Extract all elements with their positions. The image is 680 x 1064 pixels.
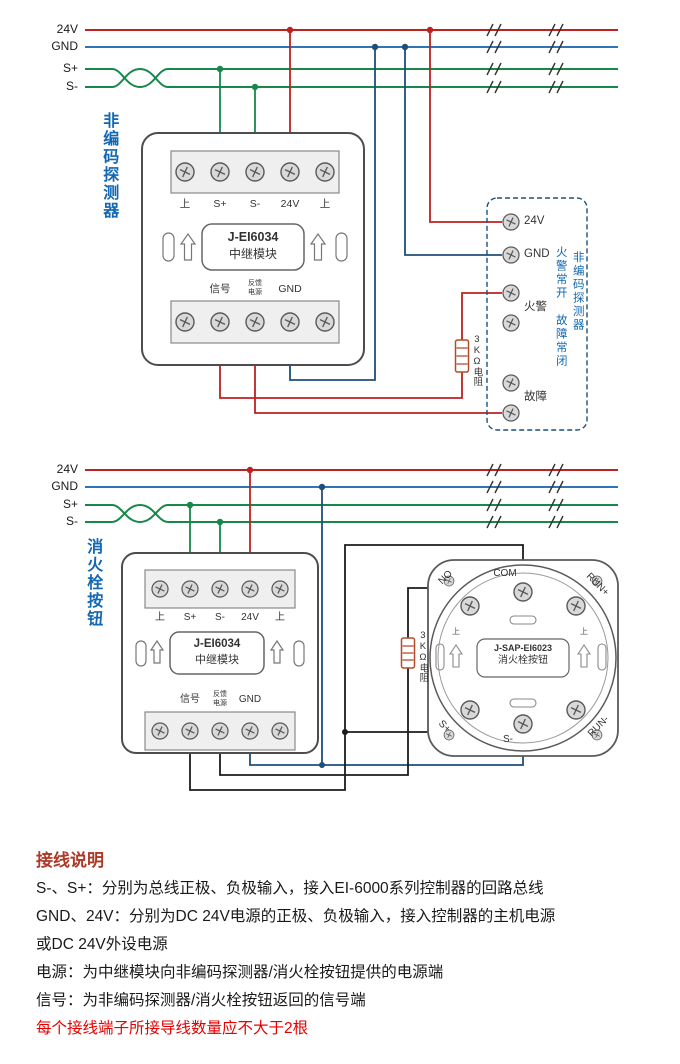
- bottom-device-side-label: 消火栓按钮: [84, 538, 102, 628]
- bottom-module-terminal-splus: S+: [183, 612, 197, 623]
- detector-terminal-24v: 24V: [524, 215, 545, 227]
- bus-label-gnd-top: GND: [51, 39, 78, 53]
- top-module-terminal-up-left: 上: [179, 198, 191, 210]
- hydrant-button-device: [427, 559, 619, 757]
- top-module-terminal-gnd: GND: [278, 283, 302, 295]
- bottom-resistor: [400, 637, 416, 669]
- top-module-terminal-power-2: 电源: [248, 289, 262, 296]
- detector-contacts-note: 火警常开 故障常闭: [554, 246, 567, 368]
- top-detector-box: [486, 197, 588, 431]
- notes-line-4: 电源：为中继模块向非编码探测器/消火栓按钮提供的电源端: [36, 964, 444, 981]
- top-bus-junction-dots: [216, 26, 434, 91]
- up-arrow-icon: [448, 644, 464, 668]
- bottom-bus-junction-dots: [186, 466, 326, 526]
- detector-terminal-fault: 故障: [524, 391, 547, 403]
- notes-line-5: 信号：为非编码探测器/消火栓按钮返回的信号端: [36, 992, 366, 1009]
- notes-line-2: GND、24V：分别为DC 24V电源的正极、负极输入，接入控制器的主机电源: [36, 908, 556, 925]
- notes-line-1: S-、S+：分别为总线正极、负极输入，接入EI-6000系列控制器的回路总线: [36, 880, 544, 897]
- button-name: 消火栓按钮: [498, 655, 548, 666]
- bottom-module-terminal-24v: 24V: [241, 612, 259, 623]
- button-orientation-mark-left: 上: [452, 627, 460, 636]
- bottom-resistor-label: 3KΩ电阻: [417, 630, 429, 682]
- bus-label-sminus-bottom: S-: [66, 514, 78, 528]
- detector-terminal-gnd: GND: [524, 248, 550, 260]
- top-module-model: J-EI6034: [227, 230, 279, 244]
- up-arrow-icon: [576, 644, 592, 668]
- bottom-module-terminal-up-left: 上: [155, 612, 165, 623]
- button-terminal-com: COM: [493, 568, 517, 579]
- bottom-relay-module: [121, 552, 319, 754]
- top-module-name: 中继模块: [228, 247, 278, 261]
- top-resistor-label: 3KΩ电阻: [471, 334, 483, 386]
- top-module-terminal-24v: 24V: [280, 198, 300, 210]
- top-relay-module: [141, 132, 365, 366]
- button-model: J-SAP-EI6023: [493, 643, 553, 653]
- bottom-module-terminal-up-right: 上: [275, 612, 285, 623]
- bus-label-gnd-bottom: GND: [51, 479, 78, 493]
- bus-label-24v-top: 24V: [56, 22, 78, 36]
- button-terminal-s-minus: S-: [503, 734, 513, 745]
- bottom-module-model: J-EI6034: [193, 638, 241, 650]
- bus-label-splus-top: S+: [62, 61, 78, 75]
- bus-label-24v-bottom: 24V: [56, 462, 78, 476]
- top-module-terminal-up-right: 上: [319, 198, 331, 210]
- bus-label-sminus-top: S-: [66, 79, 78, 93]
- detector-name-note: 非编码探测器: [571, 251, 584, 332]
- up-arrow-icon: [269, 639, 285, 664]
- up-arrow-icon: [309, 232, 327, 261]
- top-module-terminal-power-1: 反馈: [248, 280, 262, 287]
- top-module-terminal-sminus: S-: [249, 198, 261, 210]
- up-arrow-icon: [149, 639, 165, 664]
- top-module-terminal-signal: 信号: [209, 283, 231, 295]
- bottom-bus-lines: [85, 469, 618, 524]
- bottom-bus-break-marks: [486, 463, 564, 529]
- bottom-module-terminal-power-1: 反馈: [213, 691, 227, 698]
- button-orientation-mark-right: 上: [580, 627, 588, 636]
- bus-label-splus-bottom: S+: [62, 497, 78, 511]
- top-module-terminal-splus: S+: [213, 198, 227, 210]
- top-bus-break-marks: [486, 23, 564, 94]
- bottom-module-name: 中继模块: [195, 654, 239, 666]
- top-bus-lines: [85, 29, 618, 89]
- bottom-module-terminal-gnd: GND: [238, 694, 262, 705]
- top-device-side-label: 非编码探测器: [100, 112, 118, 220]
- detector-terminal-fire: 火警: [524, 301, 547, 313]
- notes-title: 接线说明: [36, 851, 104, 870]
- top-resistor: [454, 339, 470, 373]
- notes-line-3: 或DC 24V外设电源: [36, 936, 168, 953]
- bottom-module-terminal-power-2: 电源: [213, 700, 227, 707]
- bottom-module-terminal-sminus: S-: [215, 612, 225, 623]
- notes-warning: 每个接线端子所接导线数量应不大于2根: [36, 1020, 309, 1037]
- up-arrow-icon: [179, 232, 197, 261]
- bottom-module-terminal-signal: 信号: [180, 694, 200, 705]
